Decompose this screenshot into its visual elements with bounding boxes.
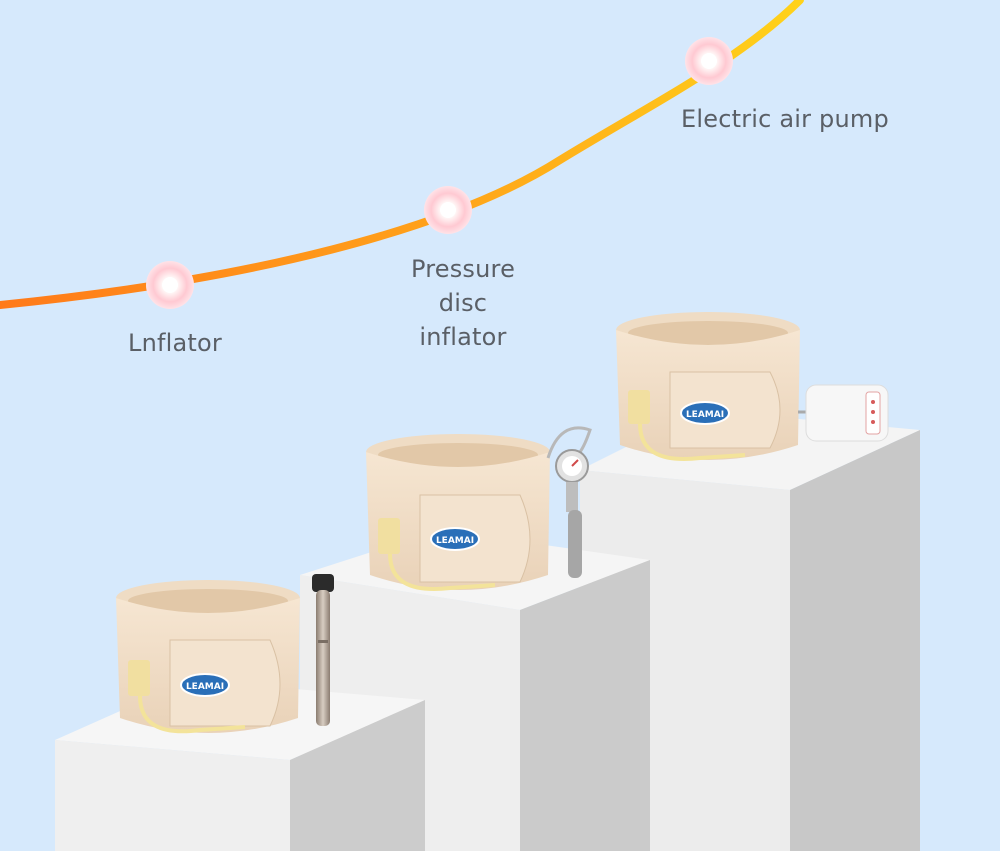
belt-logo-1: LEAMAI [186,682,224,692]
label-inflator: Lnflator [128,329,222,357]
belt-logo-3: LEAMAI [686,410,724,420]
electric-air-pump [798,384,889,442]
curve-dot-1 [146,261,194,309]
hand-inflator [312,574,334,726]
pressure-disc-inflator [546,426,592,578]
curve-dot-3 [685,37,733,85]
belt-product-2: LEAMAI [366,434,550,591]
step-1 [55,680,425,851]
belt-logo-2: LEAMAI [436,536,474,546]
label-electric-air-pump: Electric air pump [681,105,889,133]
belt-product-3: LEAMAI [616,312,800,461]
label-pressure-disc-inflator: Pressure disc inflator [410,255,516,351]
belt-product-1: LEAMAI [116,580,300,734]
curve-dot-2 [424,186,472,234]
